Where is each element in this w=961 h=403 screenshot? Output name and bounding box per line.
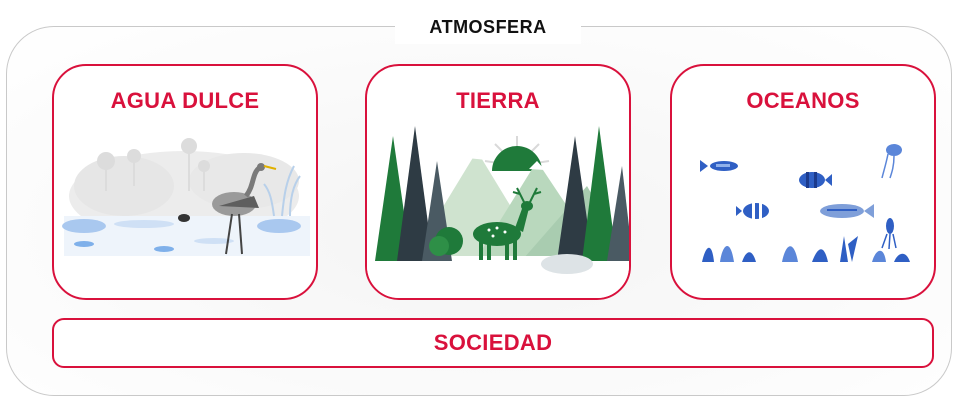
card-fresh-water: AGUA DULCE <box>52 64 318 300</box>
society-bar: SOCIEDAD <box>52 318 934 368</box>
card-land: TIERRA <box>365 64 631 300</box>
card-title-ocean: OCEANOS <box>746 88 860 113</box>
atmosphere-label: ATMOSFERA <box>395 10 581 44</box>
card-ocean: OCEANOS <box>670 64 936 300</box>
fish-reef-illustration <box>700 144 910 262</box>
heron-wetland-illustration <box>62 138 310 256</box>
deer-forest-illustration <box>367 126 629 298</box>
card-title-land: TIERRA <box>456 88 540 113</box>
card-title-fresh-water: AGUA DULCE <box>110 88 260 113</box>
